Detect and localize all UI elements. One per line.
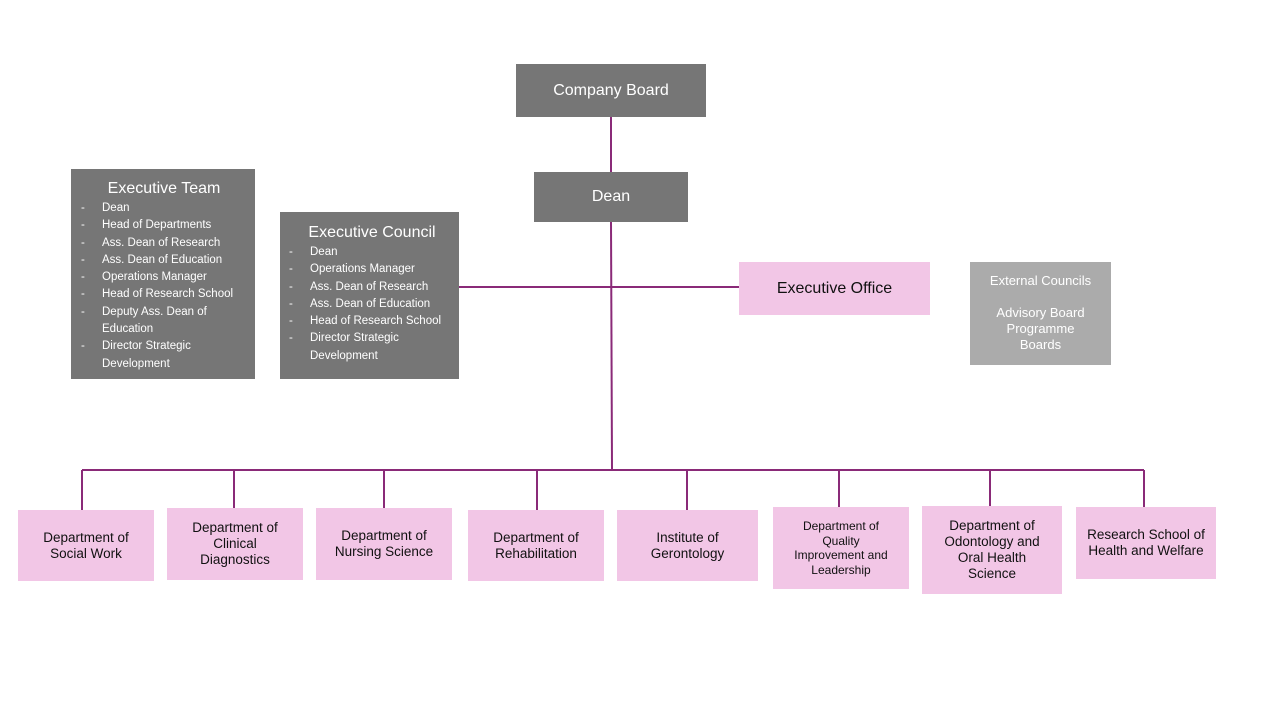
connector-dean-trunk [610,221,613,471]
research-school-health-welfare: Research School of Health and Welfare [1076,507,1216,579]
list-item: -Director Strategic Development [289,332,399,362]
company-board-label: Company Board [553,81,669,99]
department-rehabilitation: Department of Rehabilitation [468,510,604,581]
advisory-board-label: Advisory Board [996,305,1085,320]
department-odontology: Department of Odontology and Oral Health… [922,506,1062,594]
list-item: -Deputy Ass. Dean of Education [81,305,207,336]
list-item: -Director Strategic Development [81,340,191,370]
department-clinical-diagnostics: Department of Clinical Diagnostics [167,508,303,580]
boards-label: Boards [1019,337,1062,352]
list-item: -Head of Departments [81,219,212,232]
department-nursing-science: Department of Nursing Science [316,508,452,580]
list-item: -Ass. Dean of Research [81,236,221,249]
department-quality-improvement: Department of Quality Improvement and Le… [773,507,909,589]
programme-label: Programme [1006,321,1075,336]
executive-council-box: Executive Council -Dean -Operations Mana… [280,212,459,379]
executive-team-list: -Dean -Head of Departments -Ass. Dean of… [81,200,247,373]
list-item: -Operations Manager [289,263,415,276]
executive-office-box: Executive Office [739,262,930,315]
executive-office-label: Executive Office [776,279,893,297]
list-item: -Ass. Dean of Education [81,253,223,266]
list-item: -Head of Research School [289,315,442,328]
list-item: -Ass. Dean of Education [289,297,431,310]
list-item: -Operations Manager [81,271,207,284]
department-social-work: Department of Social Work [18,510,154,581]
executive-council-list: -Dean -Operations Manager -Ass. Dean of … [289,244,455,365]
list-item: -Ass. Dean of Research [289,280,429,293]
institute-gerontology: Institute of Gerontology [617,510,758,581]
dean-label: Dean [591,188,631,205]
list-item: -Head of Research School [81,288,234,301]
company-board-box: Company Board [516,64,706,117]
executive-team-box: Executive Team -Dean -Head of Department… [71,169,255,379]
list-item: -Dean [81,202,130,214]
executive-council-title: Executive Council [308,224,436,241]
dean-box: Dean [534,172,688,222]
executive-team-title: Executive Team [107,180,221,197]
external-councils-title: External Councils [989,273,1092,288]
external-councils-box: External Councils Advisory Board Program… [970,262,1111,365]
list-item: -Dean [289,246,338,258]
